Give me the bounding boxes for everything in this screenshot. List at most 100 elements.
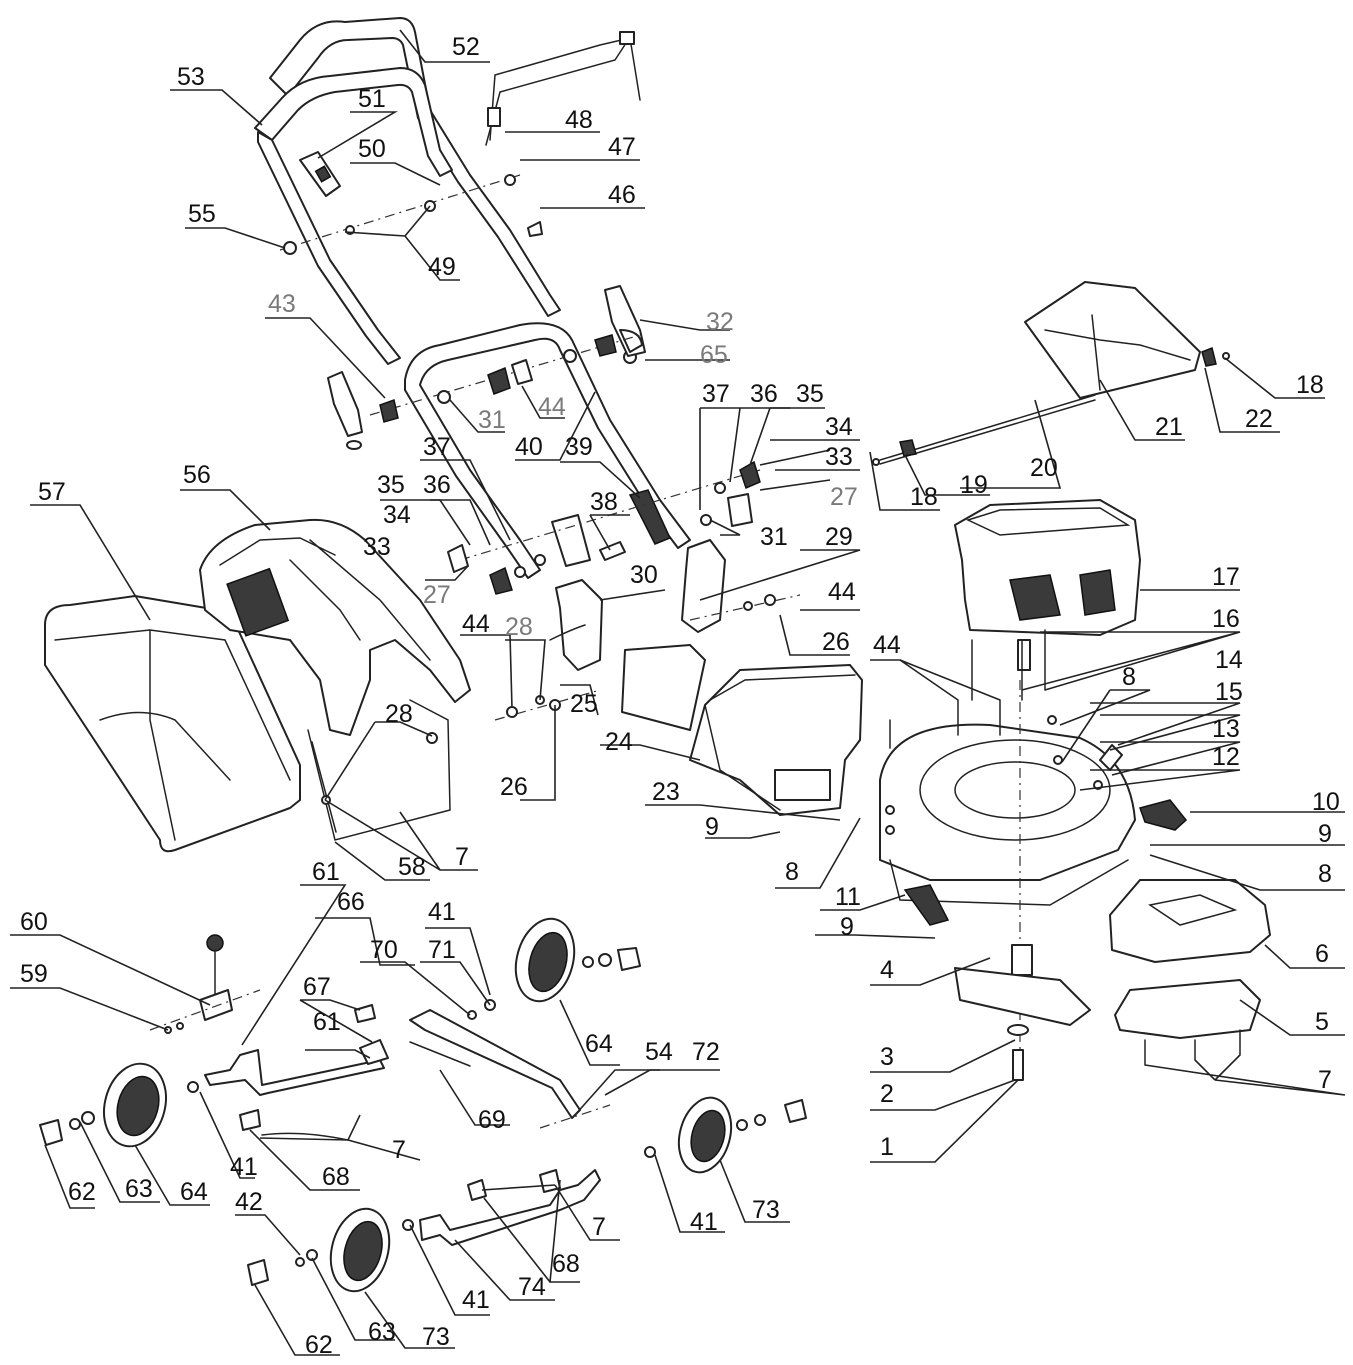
grass-bag — [44, 595, 301, 853]
label-37-top: 37 — [702, 380, 730, 408]
label-24: 24 — [605, 728, 633, 756]
label-30: 30 — [630, 561, 658, 589]
label-34-left: 34 — [383, 501, 411, 529]
leader-lines — [10, 29, 1346, 1356]
label-47: 47 — [608, 133, 636, 161]
label-59: 59 — [20, 960, 48, 988]
label-39: 39 — [565, 433, 593, 461]
label-33-left: 33 — [363, 533, 391, 561]
side-plug — [903, 884, 950, 926]
label-66: 66 — [337, 888, 365, 916]
label-35-left: 35 — [377, 471, 405, 499]
label-25: 25 — [570, 690, 598, 718]
label-50: 50 — [358, 135, 386, 163]
label-17: 17 — [1212, 563, 1240, 591]
label-10: 10 — [1312, 788, 1340, 816]
label-13: 13 — [1212, 715, 1240, 743]
wheel-front-left — [514, 917, 641, 1003]
label-5: 5 — [1315, 1008, 1329, 1036]
label-29: 29 — [825, 523, 853, 551]
label-8-top: 8 — [1122, 663, 1136, 691]
label-65: 65 — [700, 341, 728, 369]
label-42: 42 — [235, 1188, 263, 1216]
label-41-left: 41 — [230, 1153, 258, 1181]
label-3: 3 — [880, 1043, 894, 1071]
hinge-rod — [872, 346, 1230, 466]
label-26-left: 26 — [500, 773, 528, 801]
rear-frame — [689, 664, 863, 816]
label-4: 4 — [880, 956, 894, 984]
label-70: 70 — [370, 936, 398, 964]
label-54: 54 — [645, 1038, 673, 1066]
upper-axis-hardware — [369, 334, 641, 423]
label-15: 15 — [1215, 678, 1243, 706]
label-18-mid: 18 — [910, 483, 938, 511]
label-28-mid: 28 — [505, 613, 533, 641]
part-numbers: 52 53 51 48 50 47 46 55 49 43 32 65 18 3… — [20, 33, 1340, 1359]
label-40: 40 — [515, 433, 543, 461]
label-60: 60 — [20, 908, 48, 936]
label-6: 6 — [1315, 940, 1329, 968]
wheel-front-right — [644, 1096, 807, 1174]
blade-assembly — [954, 680, 1091, 1081]
label-37-mid: 37 — [423, 433, 451, 461]
bottom-cover — [1114, 979, 1261, 1066]
deck-bolts — [889, 699, 1123, 790]
chute-guard — [621, 644, 706, 731]
rear-plug — [1139, 799, 1188, 831]
label-61-mid: 61 — [313, 1008, 341, 1036]
label-53: 53 — [177, 63, 205, 91]
label-46: 46 — [608, 181, 636, 209]
label-27-right: 27 — [830, 483, 858, 511]
label-19: 19 — [960, 471, 988, 499]
upper-handle — [254, 17, 561, 365]
label-63-left: 63 — [125, 1175, 153, 1203]
label-68-low: 68 — [552, 1250, 580, 1278]
label-36-top: 36 — [750, 380, 778, 408]
label-31-right: 31 — [760, 523, 788, 551]
label-56: 56 — [183, 461, 211, 489]
label-18-top: 18 — [1296, 371, 1324, 399]
label-36-left: 36 — [423, 471, 451, 499]
rear-flap — [1024, 281, 1201, 399]
height-adjuster — [149, 934, 261, 1034]
label-68-top: 68 — [322, 1163, 350, 1191]
label-73-rear: 73 — [422, 1323, 450, 1351]
label-7-bag: 7 — [455, 843, 469, 871]
label-44-left: 44 — [462, 610, 490, 638]
label-21: 21 — [1155, 413, 1183, 441]
label-9-rear: 9 — [705, 813, 719, 841]
label-32: 32 — [706, 308, 734, 336]
label-16: 16 — [1212, 605, 1240, 633]
wheel-rear-right — [247, 1207, 414, 1293]
label-72: 72 — [692, 1038, 720, 1066]
label-58: 58 — [398, 853, 426, 881]
label-63-right: 63 — [368, 1318, 396, 1346]
label-61-top: 61 — [312, 858, 340, 886]
label-64-front: 64 — [585, 1030, 613, 1058]
label-31-top: 31 — [478, 406, 506, 434]
label-9-low: 9 — [840, 913, 854, 941]
lower-axis-hardware — [447, 460, 761, 595]
handle-brackets — [549, 489, 726, 671]
engine — [954, 499, 1141, 701]
label-2: 2 — [880, 1080, 894, 1108]
label-41-mid: 41 — [690, 1208, 718, 1236]
label-69: 69 — [478, 1106, 506, 1134]
bag-cover — [199, 518, 471, 736]
label-49: 49 — [428, 253, 456, 281]
label-35-top: 35 — [796, 380, 824, 408]
lever-32 — [604, 285, 646, 357]
label-27-left: 27 — [423, 581, 451, 609]
label-73-front: 73 — [752, 1196, 780, 1224]
label-11: 11 — [835, 883, 861, 911]
front-cover — [1109, 879, 1271, 963]
front-axle — [419, 1169, 601, 1246]
label-44-top: 44 — [538, 393, 566, 421]
label-20: 20 — [1030, 454, 1058, 482]
wheel-rear-left — [39, 1062, 199, 1148]
label-38: 38 — [590, 488, 618, 516]
label-26-right: 26 — [822, 628, 850, 656]
lower-handle — [404, 322, 691, 579]
label-48: 48 — [565, 106, 593, 134]
